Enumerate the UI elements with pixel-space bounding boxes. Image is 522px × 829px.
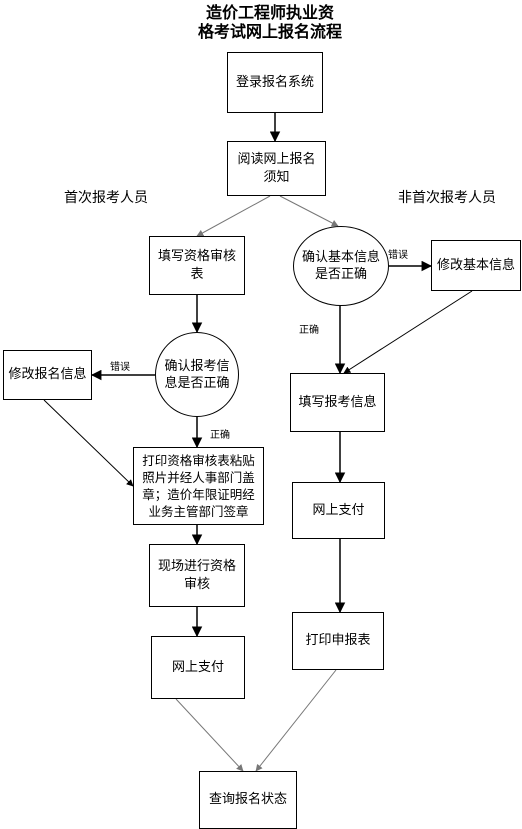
node-fill-qualification: 填写资格审核表	[149, 236, 245, 295]
node-fill-report: 填写报考信息	[290, 373, 385, 432]
node-read-notice: 阅读网上报名须知	[227, 141, 326, 196]
node-pay-left: 网上支付	[151, 636, 245, 699]
node-print-qualification: 打印资格审核表粘贴照片并经人事部门盖章；造价年限证明经业务主管部门签章	[133, 447, 264, 525]
arrow-modify-report-to-print	[43, 399, 134, 487]
node-login: 登录报名系统	[227, 52, 323, 113]
title-line-2: 格考试网上报名流程	[197, 22, 342, 41]
edge-label-correct-right: 正确	[299, 325, 319, 336]
edge-label-error-right: 错误	[388, 250, 408, 261]
edge-label-error-left: 错误	[110, 362, 130, 373]
node-modify-basic: 修改基本信息	[431, 240, 521, 291]
edge-label-correct-left: 正确	[210, 430, 230, 441]
node-confirm-report: 确认报考信息是否正确	[155, 332, 239, 417]
title-line-1: 造价工程师执业资	[205, 3, 334, 22]
arrow-print-form-to-query	[255, 669, 337, 772]
arrow-pay-left-to-query	[175, 698, 244, 772]
node-onsite-review: 现场进行资格审核	[149, 544, 245, 607]
header-not-first-time: 非首次报考人员	[398, 190, 496, 206]
node-query-status: 查询报名状态	[199, 771, 297, 829]
arrow-modify-basic-to-fill-report	[343, 290, 473, 374]
node-confirm-basic: 确认基本信息是否正确	[293, 226, 389, 306]
node-modify-report: 修改报名信息	[3, 350, 92, 400]
arrow-notice-to-confirm-basic	[279, 195, 339, 227]
node-print-form: 打印申报表	[292, 612, 384, 670]
node-pay-right: 网上支付	[292, 482, 385, 539]
arrow-notice-to-fill-qual	[196, 195, 271, 237]
header-first-time: 首次报考人员	[64, 190, 148, 206]
